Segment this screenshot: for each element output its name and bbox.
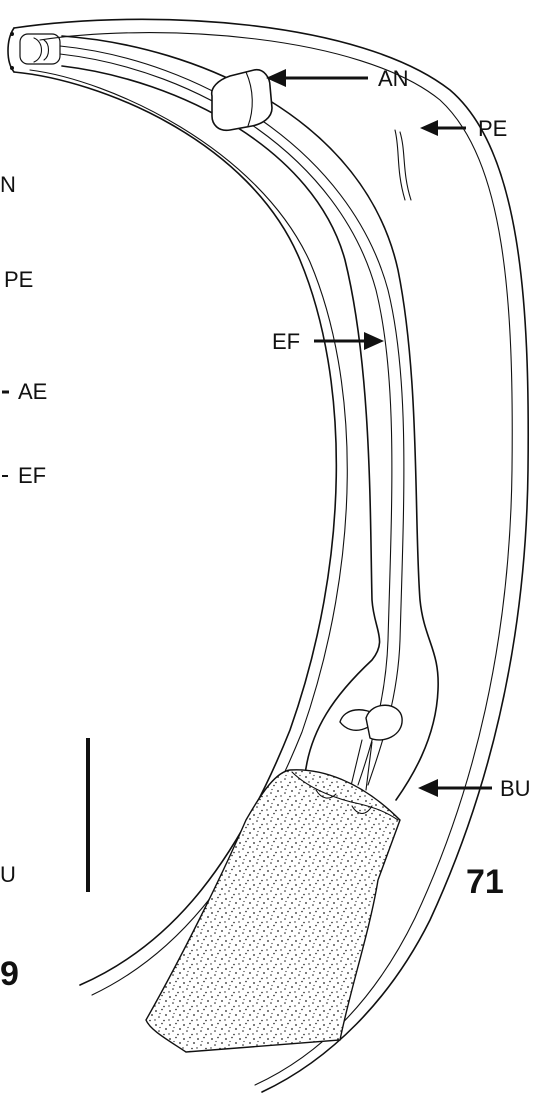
arrow-ef: EF: [272, 329, 384, 354]
adjacent-label-ae: AE: [18, 379, 47, 404]
papilla-upper: [10, 32, 14, 36]
excretory-pore: [395, 130, 411, 200]
adjacent-label-ef: EF: [18, 463, 46, 488]
arrow-an: AN: [266, 66, 409, 91]
label-ef: EF: [272, 329, 300, 354]
label-an: AN: [378, 66, 409, 91]
arrow-pe: PE: [420, 116, 507, 141]
adjacent-label-bu: U: [0, 862, 16, 887]
figure-number: 71: [466, 863, 504, 901]
nematode-body: [8, 19, 528, 1092]
esophagus-right: [62, 36, 438, 800]
adjacent-figure-number: 9: [0, 955, 19, 993]
arrow-bu: BU: [418, 776, 531, 801]
label-pe: PE: [478, 116, 507, 141]
stoma-teeth: [34, 38, 49, 62]
esophagus-left: [62, 66, 380, 790]
lumen-line-a: [60, 46, 404, 785]
lumen-line-b: [60, 54, 392, 785]
nerve-ring: [212, 70, 272, 131]
label-bu: BU: [500, 776, 531, 801]
papilla-lower: [10, 66, 14, 70]
adjacent-figure: N PE AE EF U 9: [0, 172, 47, 993]
adjacent-label-pe: PE: [4, 267, 33, 292]
adjacent-label-an: N: [0, 172, 16, 197]
bulb-valve-right: [366, 705, 402, 740]
